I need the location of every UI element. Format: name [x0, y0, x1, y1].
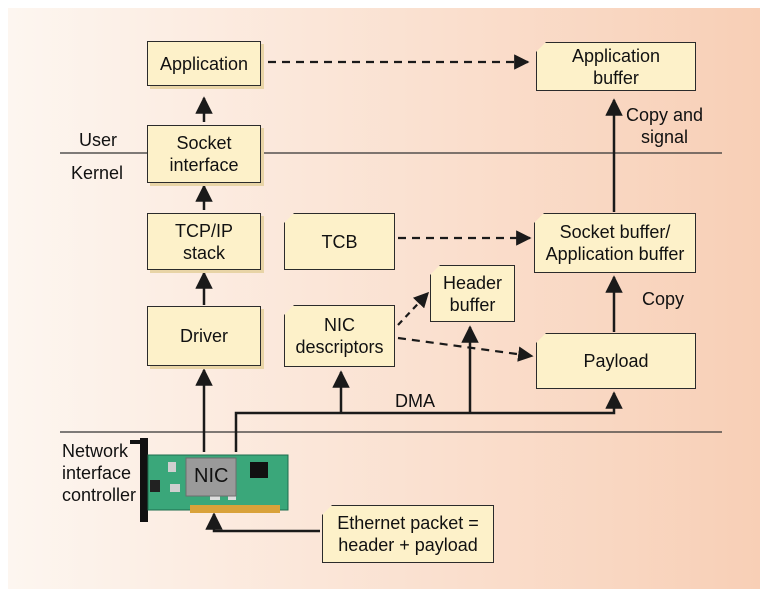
socket-buffer-line-1: Socket buffer/ — [559, 222, 671, 242]
nic-title-line-3: controller — [62, 485, 137, 505]
nic-main-chip — [185, 457, 237, 497]
nic-bracket — [140, 438, 148, 522]
driver-box: Driver — [147, 306, 261, 366]
dashed-arrow-descriptors-to-header — [397, 291, 430, 326]
ethernet-packet-line-2: header + payload — [338, 535, 478, 555]
dashed-arrow-descriptors-to-payload — [397, 336, 534, 362]
network-interface-controller-label: Network interface controller — [62, 440, 136, 506]
application-box: Application — [147, 41, 261, 86]
tcpip-stack-line-1: TCP/IP — [174, 220, 233, 241]
nic-card-icon — [130, 438, 289, 522]
application-label: Application — [159, 53, 249, 74]
kernel-label: Kernel — [71, 163, 124, 183]
socket-interface-line-1: Socket — [176, 133, 232, 153]
header-buffer-box: Header buffer — [430, 265, 515, 322]
nic-title-line-1: Network — [62, 441, 129, 461]
tcpip-stack-box: TCP/IP stack — [147, 213, 261, 270]
socket-interface-box: Socket interface — [147, 125, 261, 183]
header-buffer-line-1: Header — [442, 272, 503, 293]
application-buffer-line-2: buffer — [593, 67, 639, 88]
ethernet-packet-box: Ethernet packet = header + payload — [322, 505, 494, 563]
tcb-label: TCB — [321, 231, 358, 252]
nic-descriptors-box: NIC descriptors — [284, 305, 395, 367]
nic-descriptors-line-1: NIC — [324, 315, 355, 335]
copy-and-signal-label: Copy and signal — [626, 104, 703, 148]
application-buffer-box: Application buffer — [536, 42, 696, 91]
socket-buffer-box: Socket buffer/ Application buffer — [534, 213, 696, 273]
nic-descriptors-line-2: descriptors — [295, 337, 384, 357]
ethernet-packet-line-1: Ethernet packet = — [337, 513, 479, 533]
socket-interface-line-2: interface — [169, 155, 239, 175]
header-buffer-line-2: buffer — [449, 294, 496, 315]
dma-arrow-to-payload — [234, 391, 623, 452]
tcpip-stack-line-2: stack — [182, 242, 225, 263]
tcb-box: TCB — [284, 213, 395, 270]
payload-box: Payload — [536, 333, 696, 389]
nic-chip-label: NIC — [194, 465, 229, 487]
application-buffer-line-1: Application — [571, 45, 661, 66]
user-label: User — [79, 130, 118, 150]
payload-label: Payload — [583, 351, 649, 371]
dma-label: DMA — [395, 391, 435, 411]
copy-label: Copy — [642, 289, 685, 309]
nic-title-line-2: interface — [62, 463, 132, 483]
nic-small-chip — [250, 462, 268, 478]
socket-buffer-line-2: Application buffer — [545, 244, 685, 264]
driver-label: Driver — [180, 326, 228, 346]
copy-and-signal-line-2: signal — [641, 127, 689, 147]
arrow-ethernet-to-nic — [205, 512, 320, 533]
nic-edge-connector — [190, 505, 280, 513]
background-panel — [8, 8, 760, 589]
copy-and-signal-line-1: Copy and — [626, 105, 704, 125]
